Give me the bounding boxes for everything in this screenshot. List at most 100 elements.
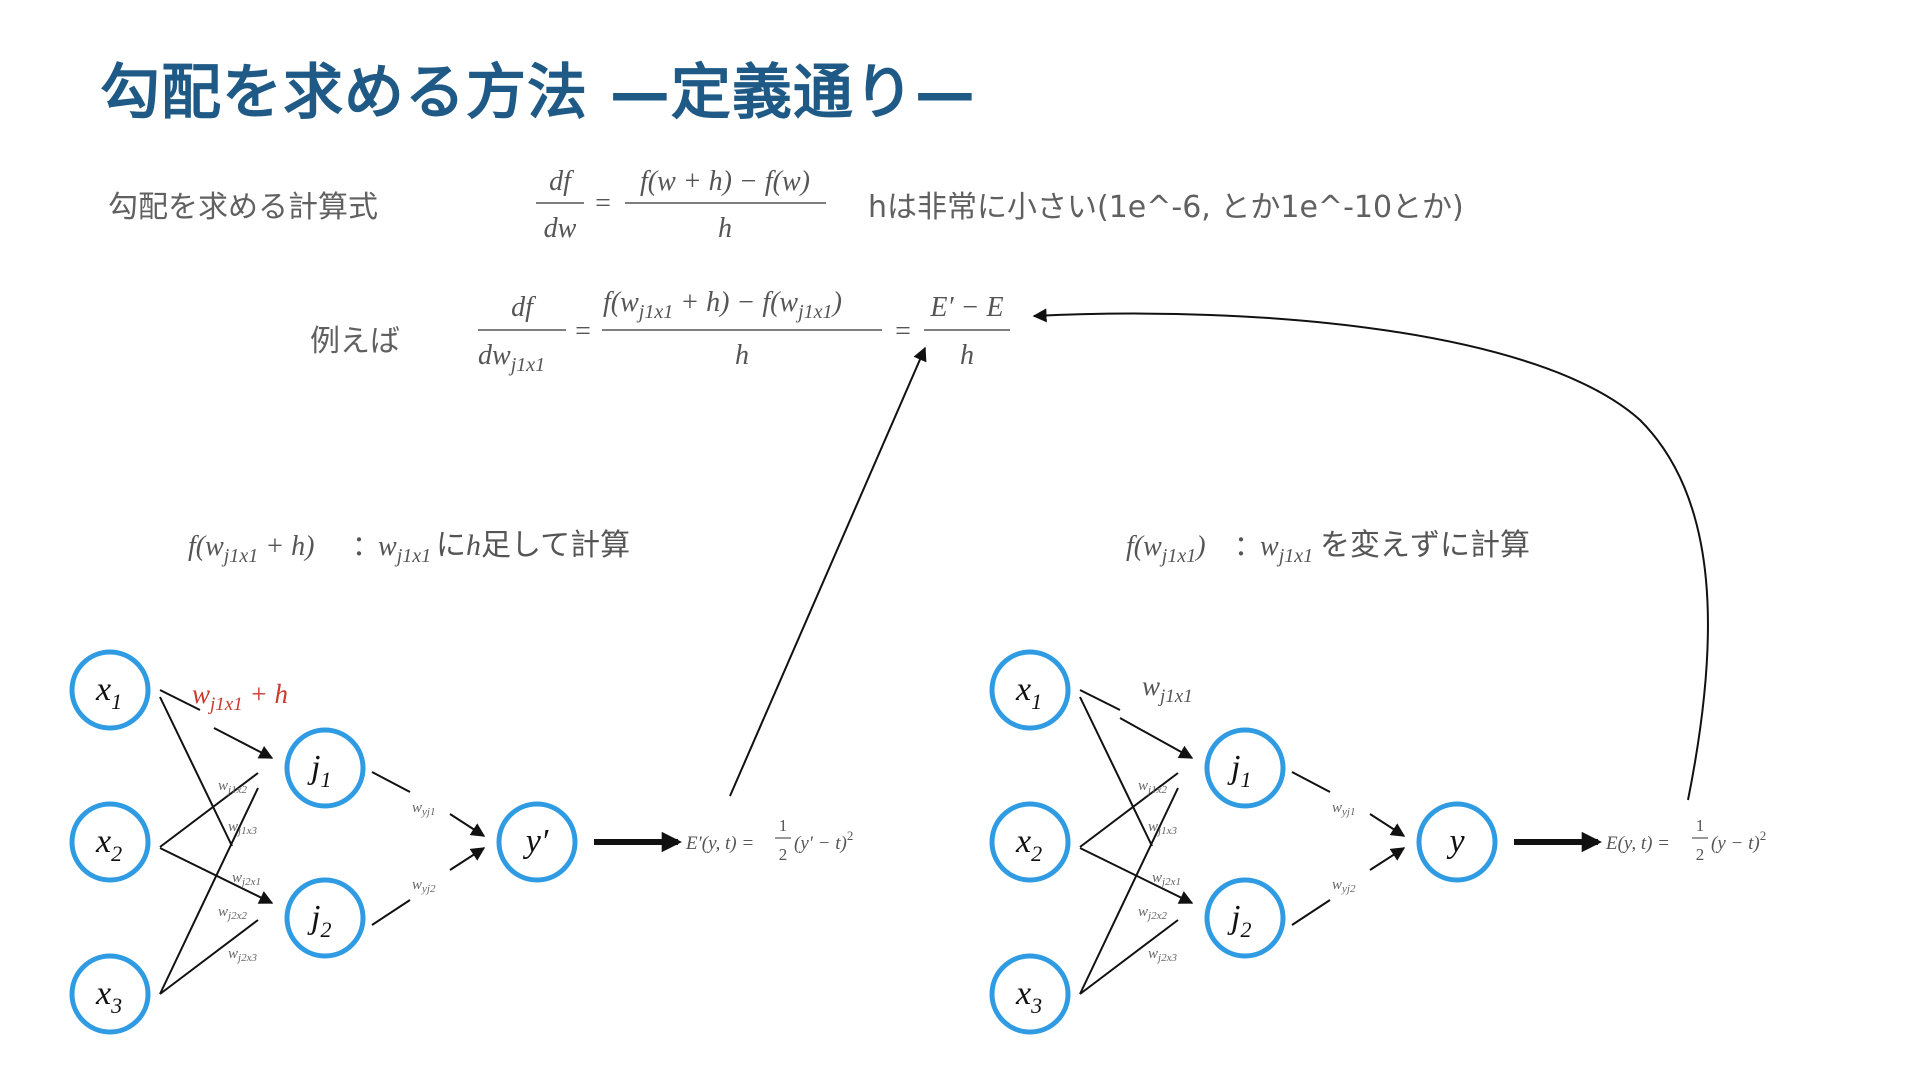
example-lhs-numerator: df bbox=[511, 292, 536, 323]
r-edge-j2-y-b bbox=[1369, 847, 1406, 871]
arrow-e-to-formula bbox=[1032, 308, 1709, 801]
left-loss-frac-num: 1 bbox=[779, 816, 788, 835]
r-weight-j1x2: wj1x2 bbox=[1138, 778, 1167, 796]
right-caption-colon: ： bbox=[1234, 531, 1262, 562]
node-x3 bbox=[69, 953, 151, 1035]
r-weight-j2x2: wj2x2 bbox=[1138, 904, 1167, 922]
label-j1: j1 bbox=[307, 749, 331, 792]
r-label-x3: x3 bbox=[1015, 975, 1042, 1018]
r-edge-j1-y-a bbox=[1291, 771, 1331, 793]
left-caption-weight: wj1x1 bbox=[378, 531, 431, 567]
r-edge-j1-y-b bbox=[1369, 813, 1406, 837]
node-j2 bbox=[284, 877, 366, 959]
example-right-numerator: E′ − E bbox=[929, 292, 1003, 323]
example-lhs-denominator: dwj1x1 bbox=[478, 340, 545, 376]
left-network bbox=[69, 649, 683, 1035]
r-weight-yj1: wyj1 bbox=[1332, 800, 1355, 818]
r-label-j1: j1 bbox=[1227, 749, 1251, 792]
right-network-labels: x1 x2 x3 j1 j2 y wj1x1 wj1x2 wj1x3 wj2x1… bbox=[1015, 671, 1766, 1018]
r-label-y: y bbox=[1446, 823, 1465, 860]
r-label-x2: x2 bbox=[1015, 823, 1042, 866]
edge-j2-y-a bbox=[371, 899, 411, 926]
edge-x3-j1 bbox=[159, 787, 259, 995]
formula-equals: = bbox=[595, 188, 611, 219]
left-loss-tail: (y′ − t)2 bbox=[794, 828, 853, 854]
example-equals-1: = bbox=[575, 316, 591, 347]
formula-rhs-denominator: h bbox=[718, 213, 732, 244]
weight-j2x3: wj2x3 bbox=[228, 946, 257, 964]
r-node-y bbox=[1416, 801, 1498, 883]
edge-x1-j1-stub bbox=[159, 689, 201, 711]
r-node-x3 bbox=[989, 953, 1071, 1035]
r-weight-j2x1: wj2x1 bbox=[1152, 870, 1181, 888]
label-x1: x1 bbox=[95, 671, 122, 714]
formula-label: 勾配を求める計算式 bbox=[108, 190, 378, 225]
weight-j2x2: wj2x2 bbox=[218, 904, 247, 922]
label-x2: x2 bbox=[95, 823, 122, 866]
edge-j1-y-b bbox=[449, 813, 486, 837]
right-loss-lhs: E(y, t) = bbox=[1605, 833, 1670, 854]
edge-x3-j2 bbox=[159, 919, 259, 995]
r-node-x1 bbox=[989, 649, 1071, 731]
r-weight-yj2: wyj2 bbox=[1332, 877, 1356, 895]
highlight-weight-label: wj1x1 + h bbox=[192, 679, 288, 715]
weight-yj2: wyj2 bbox=[412, 877, 436, 895]
page-title: 勾配を求める方法 —定義通り— bbox=[100, 58, 976, 128]
node-x1 bbox=[69, 649, 151, 731]
r-label-j2: j2 bbox=[1227, 899, 1251, 942]
right-caption-math: f(wj1x1) bbox=[1126, 531, 1206, 567]
r-edge-x1-j1-stub bbox=[1079, 689, 1121, 711]
formula-lhs-denominator: dw bbox=[544, 213, 577, 244]
label-x3: x3 bbox=[95, 975, 122, 1018]
r-node-j2 bbox=[1204, 877, 1286, 959]
r-edge-x2-j1 bbox=[1079, 772, 1179, 848]
weight-j2x1: wj2x1 bbox=[232, 870, 261, 888]
edge-x2-j1 bbox=[159, 772, 259, 848]
r-label-x1: x1 bbox=[1015, 671, 1042, 714]
top-weight-label: wj1x1 bbox=[1142, 671, 1193, 707]
r-edge-x1-j1 bbox=[1119, 717, 1194, 759]
r-node-j1 bbox=[1204, 727, 1286, 809]
arrow-eprime-to-formula bbox=[729, 346, 927, 797]
node-y-prime bbox=[496, 801, 578, 883]
formula-rhs-numerator: f(w + h) − f(w) bbox=[640, 166, 810, 197]
left-caption: f(wj1x1 + h) ： wj1x1 にh足して計算 bbox=[188, 529, 630, 567]
right-loss-frac-den: 2 bbox=[1696, 845, 1705, 864]
gradient-formula: df dw = f(w + h) − f(w) h bbox=[536, 166, 826, 244]
left-loss-frac-den: 2 bbox=[779, 845, 788, 864]
label-j2: j2 bbox=[307, 899, 331, 942]
edge-j1-y-a bbox=[371, 771, 411, 793]
edge-x1-j2 bbox=[159, 696, 233, 847]
example-right-denominator: h bbox=[960, 340, 974, 371]
formula-note: hは非常に小さい(1e^-6, とか1e^-10とか) bbox=[868, 190, 1464, 225]
right-caption-weight: wj1x1 bbox=[1260, 531, 1313, 567]
right-network bbox=[989, 649, 1603, 1035]
example-mid-numerator: f(wj1x1 + h) − f(wj1x1) bbox=[603, 287, 842, 323]
node-j1 bbox=[284, 727, 366, 809]
node-x2 bbox=[69, 801, 151, 883]
r-edge-x3-j1 bbox=[1079, 787, 1179, 995]
weight-j1x2: wj1x2 bbox=[218, 778, 247, 796]
right-caption: f(wj1x1) ： wj1x1 を変えずに計算 bbox=[1126, 529, 1530, 567]
left-network-labels: x1 x2 x3 j1 j2 y′ wj1x1 + h wj1x2 wj1x3 … bbox=[95, 671, 853, 1018]
formula-lhs-numerator: df bbox=[549, 166, 574, 197]
edge-j2-y-b bbox=[449, 847, 486, 871]
edge-x1-j1 bbox=[213, 727, 274, 759]
r-weight-j2x3: wj2x3 bbox=[1148, 946, 1177, 964]
r-edge-x1-j2 bbox=[1079, 696, 1153, 847]
right-caption-text: を変えずに計算 bbox=[1320, 529, 1530, 562]
left-caption-math: f(wj1x1 + h) bbox=[188, 531, 314, 567]
r-edge-j2-y-a bbox=[1291, 899, 1331, 926]
left-caption-colon: ： bbox=[352, 531, 380, 562]
left-caption-text: にh足して計算 bbox=[436, 529, 630, 562]
example-equals-2: = bbox=[895, 316, 911, 347]
left-loss-lhs: E′(y, t) = bbox=[685, 833, 754, 854]
r-node-x2 bbox=[989, 801, 1071, 883]
label-y-prime: y′ bbox=[523, 823, 549, 860]
right-loss-frac-num: 1 bbox=[1696, 816, 1705, 835]
weight-yj1: wyj1 bbox=[412, 800, 435, 818]
r-edge-x3-j2 bbox=[1079, 919, 1179, 995]
right-loss-tail: (y − t)2 bbox=[1711, 828, 1766, 854]
example-mid-denominator: h bbox=[735, 340, 749, 371]
